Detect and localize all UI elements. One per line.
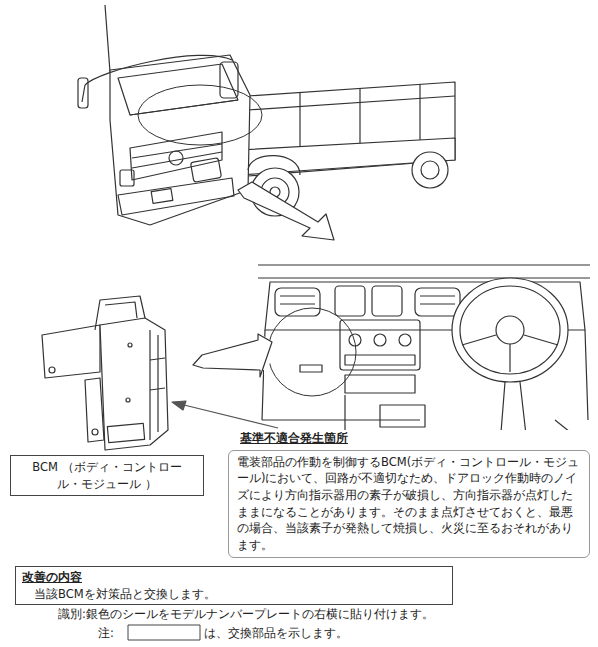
- remedy-box: 改善の内容当該BCMを対策品と交換します。: [15, 566, 453, 605]
- note-sample-box: [128, 625, 200, 640]
- identification-note: 識別:銀色のシールをモデルナンバープレートの右横に貼り付けます。: [58, 607, 434, 622]
- leader-arrow: [172, 401, 278, 428]
- truck-drawing: [78, 5, 455, 240]
- body-text: BCM （ボディ・コントロール・モジュール ）: [15, 459, 199, 492]
- bcm-part-drawing: [42, 296, 168, 450]
- body-text: 電装部品の作動を制御するBCM(ボディ・コントロール・モジュール)において、回路…: [228, 450, 590, 558]
- body-text: 当該BCMを対策品と交換します。: [22, 586, 446, 603]
- note-text: は、交換部品を示します。: [204, 626, 348, 641]
- callout-box: 基準不適合発生箇所電装部品の作動を制御するBCM(ボディ・コントロール・モジュー…: [228, 430, 590, 558]
- part-label-box: BCM （ボディ・コントロール・モジュール ）: [10, 455, 204, 496]
- note-prefix: 注:: [98, 626, 114, 641]
- heading: 改善の内容: [22, 569, 446, 586]
- heading: 基準不適合発生箇所: [240, 430, 348, 447]
